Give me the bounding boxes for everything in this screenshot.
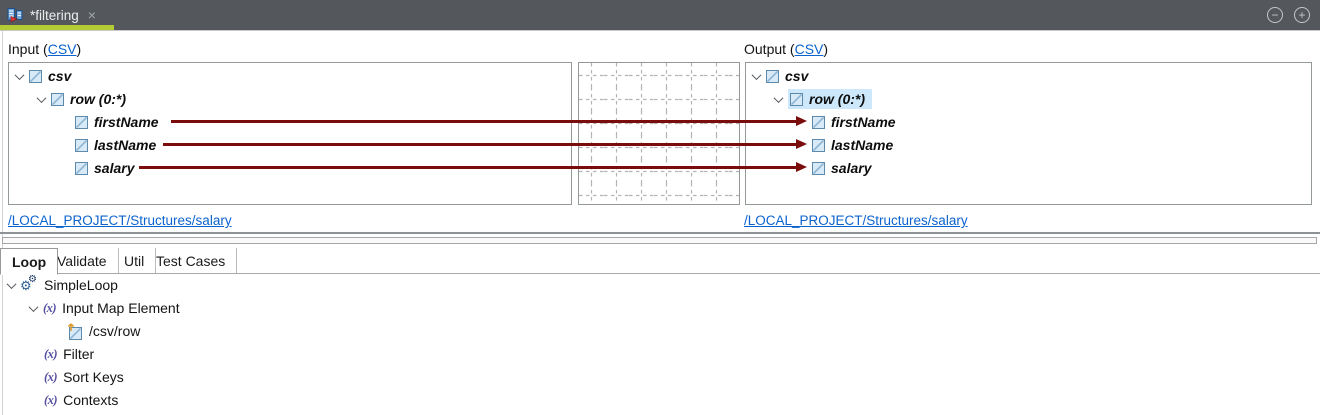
- chevron-down-icon[interactable]: [28, 301, 39, 312]
- tree-row-label: Sort Keys: [63, 369, 124, 385]
- tree-row-label: lastName: [831, 137, 894, 153]
- input-header: Input (CSV): [8, 41, 81, 57]
- tree-row-label: Contexts: [63, 392, 119, 408]
- gear-icon: ⚙: [20, 278, 32, 293]
- input-tree-row-field[interactable]: salary: [9, 157, 134, 179]
- tab-util[interactable]: Util: [113, 248, 157, 274]
- bottom-tab-strip: Loop Validate Util Test Cases: [0, 247, 1320, 275]
- map-line-salary[interactable]: [139, 162, 807, 172]
- chevron-down-icon[interactable]: [14, 69, 25, 80]
- input-tree-row-loop[interactable]: row (0:*): [9, 88, 126, 110]
- chevron-down-icon[interactable]: [6, 278, 17, 289]
- tabbar-divider: [0, 30, 1320, 31]
- element-icon: [790, 92, 803, 106]
- loop-tree-row-csv-row-path[interactable]: /csv/row: [0, 320, 140, 342]
- function-icon: (x): [43, 300, 57, 315]
- input-structure-link[interactable]: /LOCAL_PROJECT/Structures/salary: [8, 213, 232, 228]
- input-csv-link[interactable]: CSV: [47, 41, 77, 57]
- tab-test-cases[interactable]: Test Cases: [145, 248, 238, 274]
- output-tree-panel: csv row (0:*) firstName lastName salary: [745, 62, 1312, 205]
- new-decorator-icon: [67, 323, 75, 331]
- mapping-grid-canvas: [578, 62, 740, 205]
- tab-title: *filtering: [30, 7, 79, 23]
- chevron-down-icon[interactable]: [36, 92, 47, 103]
- loop-tree-row-simpleloop[interactable]: ⚙ ⚙ SimpleLoop: [0, 274, 118, 296]
- maximize-button[interactable]: +: [1294, 7, 1310, 23]
- editor-left-border: [2, 31, 3, 415]
- output-header-prefix: Output (: [744, 41, 795, 57]
- map-line-firstname[interactable]: [171, 116, 807, 126]
- loop-tree-row-filter[interactable]: (x) Filter: [0, 343, 94, 365]
- input-tree-row-field[interactable]: lastName: [9, 134, 156, 156]
- tab-close-icon[interactable]: ×: [87, 7, 96, 23]
- selected-row-highlight: row (0:*): [788, 89, 872, 109]
- active-tab-accent: [0, 25, 114, 30]
- minimize-button[interactable]: −: [1267, 7, 1283, 23]
- horizontal-divider: [0, 232, 1320, 234]
- element-icon: [51, 92, 64, 106]
- output-tree-row-csv[interactable]: csv: [746, 65, 808, 87]
- element-icon: [812, 115, 825, 129]
- tree-row-label: csv: [785, 68, 809, 84]
- map-line-lastname[interactable]: [163, 139, 807, 149]
- tree-row-label: csv: [48, 68, 72, 84]
- element-icon: [29, 69, 42, 83]
- mapped-element-icon: [66, 323, 83, 340]
- element-icon: [812, 161, 825, 175]
- output-tree-row-field[interactable]: lastName: [746, 134, 893, 156]
- dashed-grid: [579, 63, 739, 204]
- loop-tree-row-input-map-element[interactable]: (x) Input Map Element: [0, 297, 180, 319]
- chevron-down-icon[interactable]: [751, 69, 762, 80]
- gears-icon: ⚙ ⚙: [20, 274, 38, 293]
- editor-tab-filtering[interactable]: *filtering ×: [0, 0, 114, 30]
- tree-row-label: salary: [831, 160, 872, 176]
- tree-row-label: /csv/row: [89, 323, 141, 339]
- loop-tree-row-contexts[interactable]: (x) Contexts: [0, 389, 118, 411]
- output-tree-row-field[interactable]: firstName: [746, 111, 896, 133]
- loop-tree-row-sort-keys[interactable]: (x) Sort Keys: [0, 366, 124, 388]
- tree-row-label: lastName: [94, 137, 157, 153]
- output-header: Output (CSV): [744, 41, 828, 57]
- bottom-tab-baseline: [0, 273, 1320, 274]
- tree-row-label: salary: [94, 160, 135, 176]
- mapper-icon: [7, 8, 23, 23]
- output-tree-row-field[interactable]: salary: [746, 157, 871, 179]
- output-tree-row-loop-selected[interactable]: row (0:*): [746, 88, 872, 110]
- tree-row-label: Filter: [63, 346, 95, 362]
- tree-row-label: SimpleLoop: [44, 277, 118, 293]
- tree-row-label: firstName: [94, 114, 159, 130]
- output-csv-link[interactable]: CSV: [794, 41, 824, 57]
- element-icon: [812, 138, 825, 152]
- element-icon: [75, 138, 88, 152]
- editor-tabbar: *filtering × − +: [0, 0, 1320, 30]
- tree-row-label: row (0:*): [809, 91, 865, 107]
- input-tree-row-field[interactable]: firstName: [9, 111, 159, 133]
- input-header-prefix: Input (: [8, 41, 48, 57]
- splitter-sash[interactable]: [2, 237, 1317, 244]
- element-icon: [766, 69, 779, 83]
- tree-row-label: row (0:*): [70, 91, 126, 107]
- function-icon: (x): [44, 346, 58, 361]
- view-buttons: − +: [1267, 0, 1310, 30]
- function-icon: (x): [44, 392, 58, 407]
- tab-validate[interactable]: Validate: [46, 248, 119, 274]
- input-tree-panel: csv row (0:*) firstName lastName salary: [8, 62, 572, 205]
- function-icon: (x): [44, 369, 58, 384]
- input-header-suffix: ): [76, 41, 82, 57]
- element-icon: [75, 161, 88, 175]
- tab-loop[interactable]: Loop: [0, 248, 59, 275]
- tree-row-label: Input Map Element: [62, 300, 180, 316]
- chevron-down-icon[interactable]: [773, 92, 784, 103]
- input-tree-row-csv[interactable]: csv: [9, 65, 71, 87]
- output-structure-link[interactable]: /LOCAL_PROJECT/Structures/salary: [744, 213, 968, 228]
- gear-icon: ⚙: [28, 274, 37, 285]
- output-header-suffix: ): [823, 41, 829, 57]
- tree-row-label: firstName: [831, 114, 896, 130]
- element-icon: [75, 115, 88, 129]
